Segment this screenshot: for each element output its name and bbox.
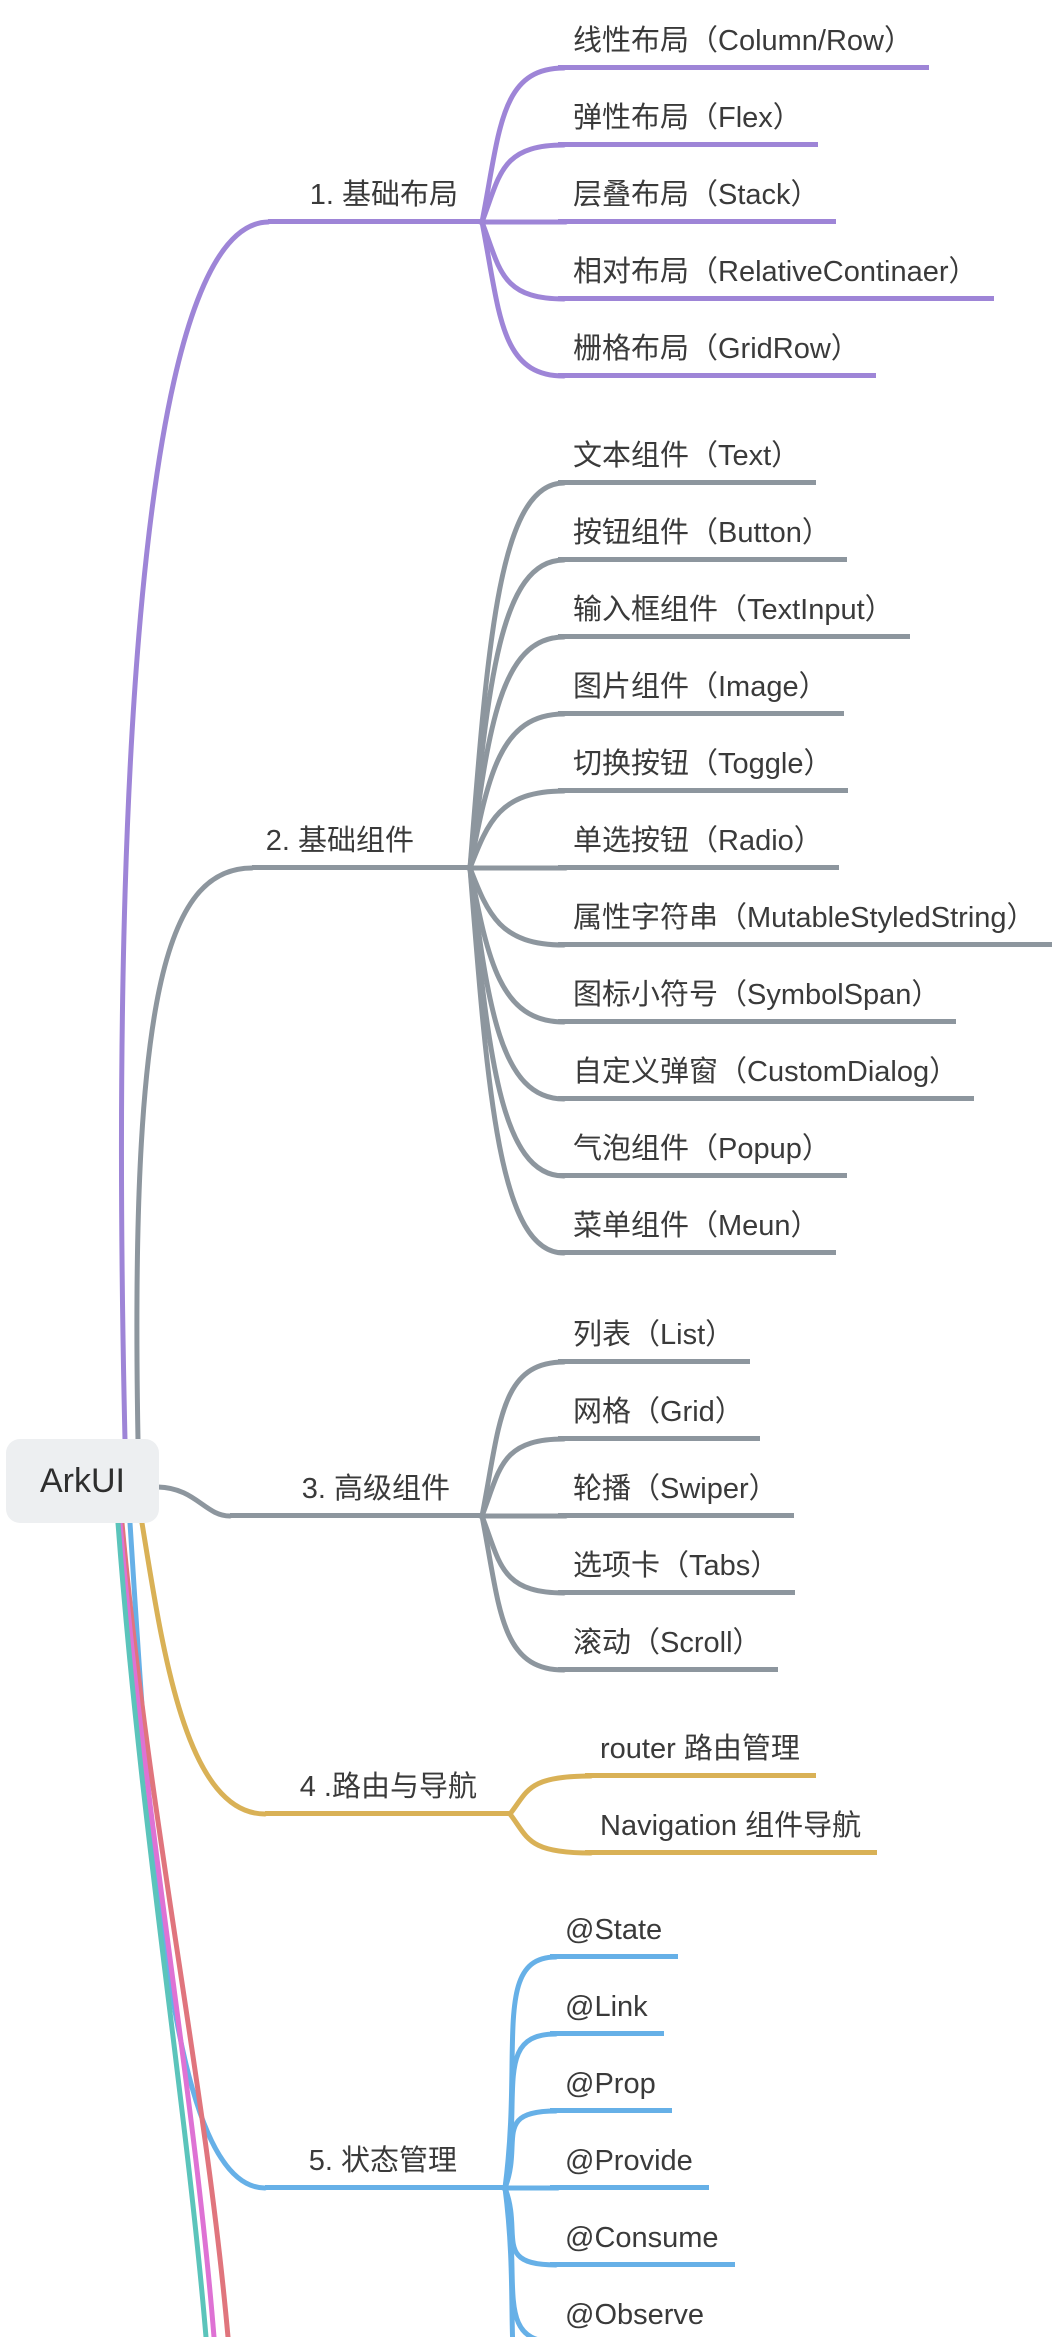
- child-connector-curve: [479, 1436, 567, 1519]
- topic-node-text: @Link: [565, 1991, 648, 2023]
- child-connector-curve: [467, 557, 567, 871]
- child-connector-curve: [467, 788, 567, 871]
- topic-node-text: 图标小符号（SymbolSpan）: [573, 979, 941, 1011]
- topic-node-text: 层叠布局（Stack）: [573, 179, 820, 211]
- topic-node-text: 气泡组件（Popup）: [573, 1133, 831, 1165]
- topic-node[interactable]: 栅格布局（GridRow）: [558, 332, 876, 378]
- topic-node-text: 相对布局（RelativeContinaer）: [573, 256, 978, 288]
- topic-node-text: 栅格布局（GridRow）: [573, 333, 860, 365]
- topic-node[interactable]: 轮播（Swiper）: [558, 1472, 794, 1518]
- topic-node[interactable]: @Prop: [550, 2067, 672, 2113]
- branch-label-text: 4 .路由与导航: [299, 1771, 477, 1803]
- topic-node-text: @Prop: [565, 2068, 656, 2100]
- offscreen-branch-pink-curve: [119, 1520, 231, 2337]
- root-node-label: ArkUI: [40, 1461, 125, 1500]
- topic-node[interactable]: 弹性布局（Flex）: [558, 101, 818, 147]
- child-connector-curve: [467, 634, 567, 871]
- offscreen-branch-teal-curve: [115, 1520, 209, 2337]
- child-connector-curve: [502, 2185, 516, 2337]
- topic-node[interactable]: 图标小符号（SymbolSpan）: [558, 978, 957, 1024]
- topic-node-text: @Observe: [565, 2299, 705, 2331]
- topic-node-text: 输入框组件（TextInput）: [573, 594, 894, 626]
- branch-label-advanced-components[interactable]: 3. 高级组件: [230, 1472, 482, 1518]
- topic-node-text: 自定义弹窗（CustomDialog）: [573, 1056, 959, 1088]
- branch-label-text: 1. 基础布局: [309, 179, 458, 211]
- topic-node-text: 切换按钮（Toggle）: [573, 748, 833, 780]
- topic-node-text: 选项卡（Tabs）: [573, 1550, 780, 1582]
- branch-label-basic-layout[interactable]: 1. 基础布局: [268, 178, 482, 224]
- child-connector-curve: [467, 865, 567, 1256]
- child-connector-curve: [479, 65, 567, 225]
- branch-label-text: 3. 高级组件: [301, 1473, 450, 1505]
- topic-node[interactable]: 按钮组件（Button）: [558, 516, 847, 562]
- root-node[interactable]: ArkUI: [6, 1439, 159, 1523]
- branch-curve-advanced-components: [155, 1484, 233, 1519]
- topic-node[interactable]: Navigation 组件导航: [585, 1809, 878, 1855]
- topic-node-text: @Consume: [565, 2222, 719, 2254]
- topic-node[interactable]: 属性字符串（MutableStyledString）: [558, 901, 1052, 947]
- topic-node-text: 线性布局（Column/Row）: [573, 25, 913, 57]
- branch-label-state-management[interactable]: 5. 状态管理: [265, 2144, 505, 2190]
- branch-label-router-navigation[interactable]: 4 .路由与导航: [265, 1770, 510, 1816]
- topic-node[interactable]: @Link: [550, 1990, 664, 2036]
- topic-node[interactable]: 输入框组件（TextInput）: [558, 593, 910, 639]
- topic-node-text: 按钮组件（Button）: [573, 517, 831, 549]
- topic-node-text: router 路由管理: [600, 1733, 800, 1765]
- topic-node[interactable]: 选项卡（Tabs）: [558, 1549, 796, 1595]
- topic-node[interactable]: 线性布局（Column/Row）: [558, 24, 929, 70]
- topic-node-text: 弹性布局（Flex）: [573, 102, 802, 134]
- child-connector-curve: [479, 142, 567, 225]
- topic-node[interactable]: 单选按钮（Radio）: [558, 824, 839, 870]
- child-connector-curve: [507, 1811, 594, 1856]
- child-connector-curve: [507, 1773, 594, 1817]
- topic-node[interactable]: 切换按钮（Toggle）: [558, 747, 849, 793]
- topic-node[interactable]: 滚动（Scroll）: [558, 1626, 778, 1672]
- branch-label-basic-components[interactable]: 2. 基础组件: [252, 824, 470, 870]
- topic-node-text: @State: [565, 1914, 663, 1946]
- topic-node-text: 菜单组件（Meun）: [573, 1210, 820, 1242]
- branch-curve-basic-layout: [118, 219, 271, 1443]
- branch-curve-basic-components: [134, 865, 255, 1443]
- offscreen-branch-magenta-curve: [117, 1520, 217, 2337]
- topic-node-text: 滚动（Scroll）: [573, 1627, 762, 1659]
- branch-label-text: 5. 状态管理: [308, 2145, 457, 2177]
- topic-node-text: 列表（List）: [573, 1319, 735, 1351]
- child-connector-curve: [467, 711, 567, 871]
- topic-node-text: 属性字符串（MutableStyledString）: [573, 902, 1036, 934]
- child-connector-curve: [479, 1513, 567, 1596]
- topic-node-text: 图片组件（Image）: [573, 671, 828, 703]
- topic-node[interactable]: 层叠布局（Stack）: [558, 178, 836, 224]
- topic-node-text: Navigation 组件导航: [600, 1810, 862, 1842]
- topic-node[interactable]: 文本组件（Text）: [558, 439, 817, 485]
- topic-node[interactable]: 相对布局（RelativeContinaer）: [558, 255, 994, 301]
- topic-node[interactable]: router 路由管理: [585, 1732, 816, 1778]
- topic-node-text: 网格（Grid）: [573, 1396, 744, 1428]
- topic-node[interactable]: 图片组件（Image）: [558, 670, 844, 716]
- topic-node[interactable]: 菜单组件（Meun）: [558, 1209, 836, 1255]
- topic-node-text: 轮播（Swiper）: [573, 1473, 778, 1505]
- topic-node[interactable]: @Provide: [550, 2144, 709, 2190]
- topic-node[interactable]: 气泡组件（Popup）: [558, 1132, 847, 1178]
- topic-node-text: 文本组件（Text）: [573, 440, 801, 472]
- child-connector-curve: [479, 1513, 567, 1673]
- child-connector-curve: [479, 219, 567, 302]
- topic-node[interactable]: @Observe: [550, 2298, 720, 2337]
- child-connector-curve: [479, 219, 567, 379]
- topic-node[interactable]: 网格（Grid）: [558, 1395, 760, 1441]
- child-connector-curve: [502, 2108, 559, 2191]
- topic-node[interactable]: 列表（List）: [558, 1318, 751, 1364]
- topic-node[interactable]: 自定义弹窗（CustomDialog）: [558, 1055, 975, 1101]
- branch-curve-router-navigation: [139, 1520, 268, 1817]
- topic-node-text: 单选按钮（Radio）: [573, 825, 823, 857]
- child-connector-curve: [467, 865, 567, 948]
- child-connector-curve: [479, 1359, 567, 1519]
- topic-node-text: @Provide: [565, 2145, 693, 2177]
- branch-label-text: 2. 基础组件: [265, 825, 414, 857]
- topic-node[interactable]: @Consume: [550, 2221, 735, 2267]
- topic-node[interactable]: @State: [550, 1913, 679, 1959]
